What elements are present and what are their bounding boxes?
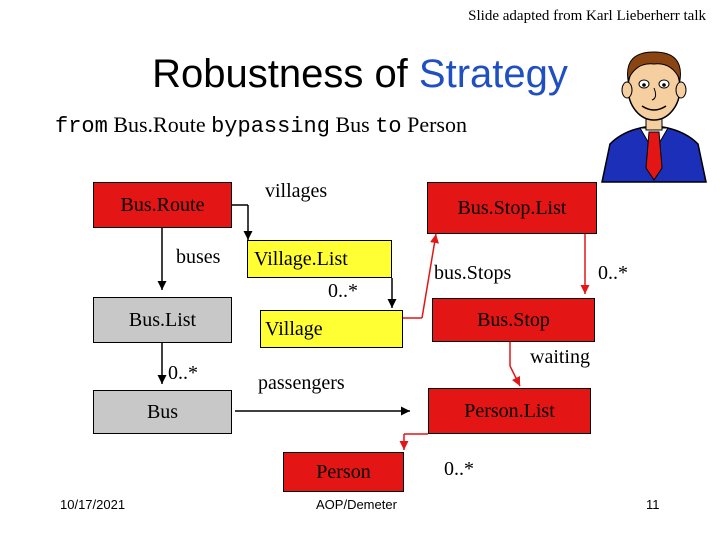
- label-mult-personlist: 0..*: [444, 458, 474, 481]
- label-mult-villagelist: 0..*: [328, 280, 358, 303]
- label-bus-stops: bus.Stops: [434, 262, 511, 285]
- label-mult-buslist: 0..*: [168, 362, 198, 385]
- footer-center: AOP/Demeter: [316, 497, 397, 512]
- label-buses: buses: [176, 246, 220, 269]
- label-villages: villages: [265, 180, 327, 203]
- node-bus-list: Bus.List: [93, 297, 232, 343]
- node-bus-stop-list: Bus.Stop.List: [427, 182, 597, 234]
- node-bus-stop: Bus.Stop: [432, 298, 595, 342]
- node-village: Village: [260, 310, 403, 348]
- edge-personlist-person: [404, 434, 428, 450]
- label-passengers: passengers: [258, 372, 345, 395]
- edge-villages: [232, 205, 248, 240]
- node-village-list: Village.List: [247, 240, 392, 278]
- node-bus-route: Bus.Route: [93, 182, 232, 228]
- node-person: Person: [283, 452, 404, 492]
- footer-page-number: 11: [646, 497, 660, 512]
- label-mult-busstoplist: 0..*: [598, 262, 628, 285]
- footer-date: 10/17/2021: [60, 497, 125, 512]
- edge-waiting: [510, 342, 520, 386]
- node-bus: Bus: [93, 390, 232, 434]
- label-waiting: waiting: [530, 346, 590, 369]
- node-person-list: Person.List: [428, 388, 591, 434]
